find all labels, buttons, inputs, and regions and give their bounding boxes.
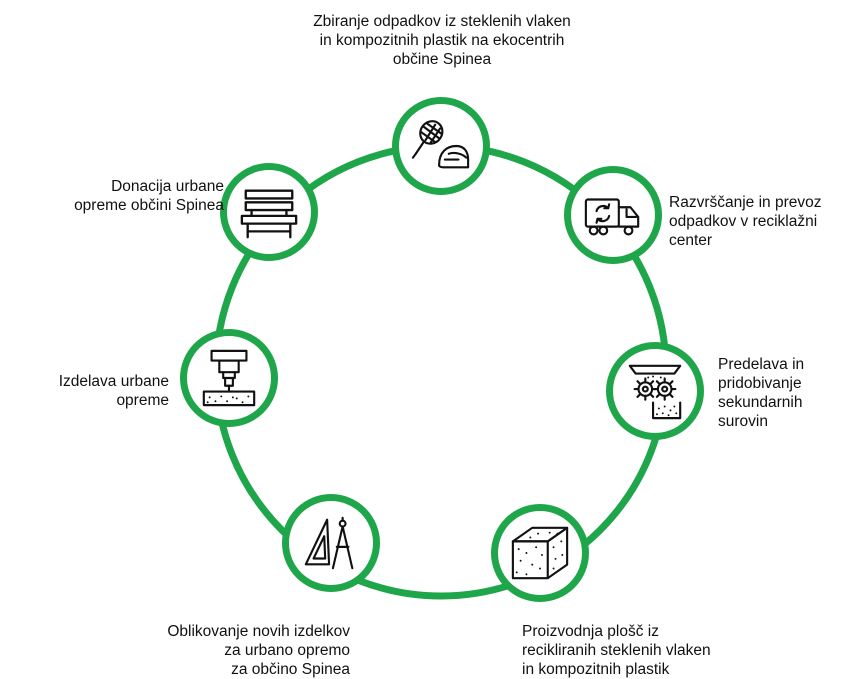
gear-crusher-icon <box>628 364 682 420</box>
recycling-truck-icon <box>584 198 640 236</box>
step-donation-node <box>220 163 318 261</box>
bench-icon <box>240 189 298 239</box>
milling-machine-icon <box>202 349 256 407</box>
step-design-node <box>282 494 380 592</box>
step-collection-node <box>392 97 490 195</box>
step-manufacturing-label: Izdelava urbane opreme <box>58 373 169 409</box>
step-processing-node <box>606 342 704 440</box>
step-production-label: Proizvodnja plošč iz recikliranih stekle… <box>522 623 711 678</box>
composite-panel-icon <box>511 526 569 580</box>
step-sorting-label: Razvrščanje in prevoz odpadkov v recikla… <box>669 194 822 249</box>
step-processing-label: Predelava in pridobivanje sekundarnih su… <box>718 356 805 430</box>
step-donation-label: Donacija urbane opreme občini Spinea <box>74 178 224 214</box>
step-production-node <box>491 504 589 602</box>
step-sorting-node <box>564 166 662 264</box>
racket-helmet-icon <box>411 120 470 169</box>
step-manufacturing-node <box>180 329 278 427</box>
step-design-label: Oblikovanje novih izdelkov za urbano opr… <box>167 623 350 678</box>
drafting-tools-icon <box>304 516 354 570</box>
step-collection-label: Zbiranje odpadkov iz steklenih vlaken in… <box>313 13 571 68</box>
